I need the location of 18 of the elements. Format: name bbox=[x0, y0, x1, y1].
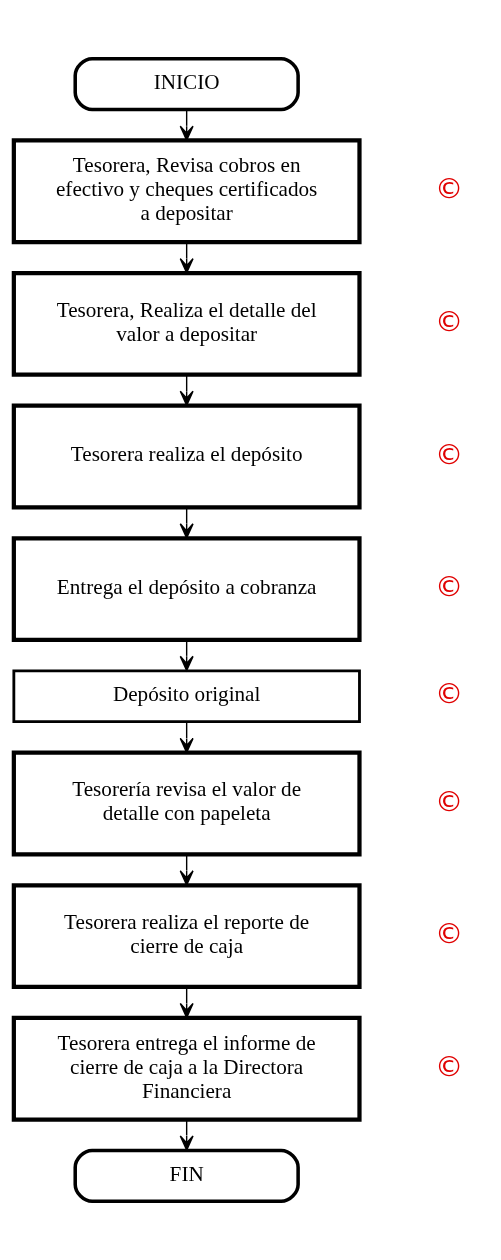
node-label: © bbox=[434, 917, 464, 951]
node-label: © bbox=[434, 784, 464, 818]
node-box: Tesorera realiza el reporte de cierre de caja bbox=[11, 883, 362, 990]
node-label: © bbox=[434, 1049, 464, 1083]
node-box: FIN bbox=[73, 1148, 300, 1204]
node-box: Tesorera realiza el depósito bbox=[11, 403, 362, 510]
node-label: © bbox=[434, 172, 464, 206]
node-box: Tesorera, Revisa cobros en efectivo y cheques certificados a depositar bbox=[11, 138, 362, 245]
node-label: © bbox=[434, 570, 464, 604]
node-box: INICIO bbox=[73, 56, 300, 112]
node-label: © bbox=[434, 677, 464, 711]
node-box: Tesorera, Realiza el detalle del valor a depositar bbox=[11, 270, 362, 377]
node-box: Depósito original bbox=[12, 669, 361, 724]
node-label: © bbox=[434, 304, 464, 338]
node-label: © bbox=[434, 437, 464, 471]
node-box: Entrega el depósito a cobranza bbox=[11, 536, 362, 642]
node-box: Tesorería revisa el valor de detalle con papeleta bbox=[11, 750, 362, 857]
node-box: Tesorera entrega el informe de cierre de caja a la Directora Financiera bbox=[11, 1015, 362, 1122]
